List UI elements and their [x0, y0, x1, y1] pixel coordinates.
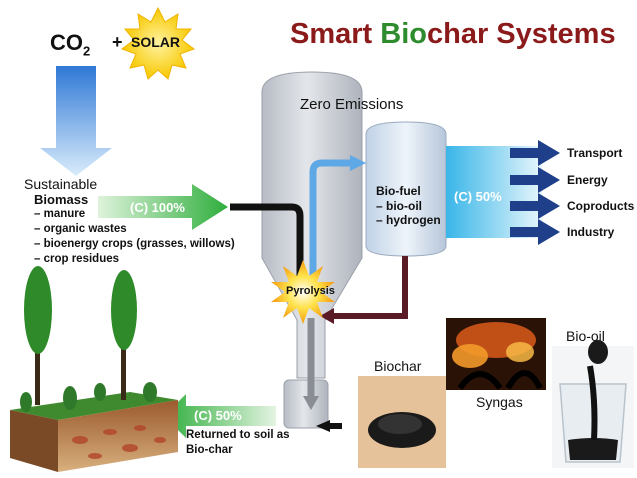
return-to-soil-arrow — [164, 394, 276, 438]
list-item: – organic wastes — [34, 223, 127, 235]
biomass-label: Biomass — [34, 192, 89, 207]
biomass-inflow-arrow — [98, 184, 228, 230]
list-item: – manure — [34, 208, 86, 220]
char-return-pipe — [330, 256, 408, 319]
carbon-50-fuel-label: (C) 50% — [454, 189, 502, 204]
list-item: – bioenergy crops (grasses, willows) — [34, 238, 235, 250]
char-return-arrowhead — [320, 308, 334, 324]
biochar-photo — [358, 376, 446, 468]
plus-sign: + — [112, 32, 123, 52]
output-arrows — [510, 140, 560, 245]
title-part-smart: Smart — [290, 18, 381, 50]
co2-subscript: 2 — [83, 43, 91, 59]
list-item: – crop residues — [34, 253, 120, 265]
biochar-photo-label: Biochar — [374, 358, 422, 374]
carbon-50-soil-label: (C) 50% — [194, 408, 242, 423]
syngas-photo — [446, 318, 546, 390]
title-part-char-systems: char Systems — [426, 18, 616, 50]
biofuel-tank — [365, 121, 447, 257]
sun-icon — [120, 6, 196, 80]
tree-icon — [111, 270, 137, 400]
syngas-photo-label: Syngas — [476, 394, 523, 410]
inlet-small-arrow — [316, 420, 330, 432]
list-item: – hydrogen — [376, 213, 441, 227]
sustainable-label: Sustainable — [24, 176, 98, 192]
char-down-arrowhead — [303, 396, 319, 410]
output-coproducts: Coproducts — [567, 199, 635, 213]
tree-icon — [24, 266, 52, 405]
co2-down-arrow — [40, 66, 112, 176]
co2-text: CO — [50, 30, 83, 55]
pyrolysis-flash-icon — [271, 260, 335, 324]
output-industry: Industry — [567, 225, 615, 239]
co2-label: CO2 — [50, 30, 90, 58]
output-energy: Energy — [567, 173, 608, 187]
title-part-bio: Bio — [380, 18, 427, 50]
biomass-feed-pipe — [230, 203, 304, 282]
biooil-photo-label: Bio-oil — [566, 328, 605, 344]
output-transport: Transport — [567, 146, 623, 160]
biofuel-label: Bio-fuel — [376, 184, 421, 198]
pyrolysis-label: Pyrolysis — [286, 285, 335, 297]
list-item: – bio-oil — [376, 199, 422, 213]
soil-cross-section — [10, 382, 178, 472]
biomass-list: – manure – organic wastes – bioenergy cr… — [34, 207, 235, 267]
zero-emissions-label: Zero Emissions — [300, 96, 404, 113]
returned-to-soil-text: Returned to soil as Bio-char — [186, 429, 290, 456]
gas-pipe — [309, 159, 352, 280]
biooil-photo — [552, 340, 634, 468]
gas-pipe-arrowhead — [350, 155, 366, 171]
biofuel-list: – bio-oil – hydrogen — [376, 199, 441, 227]
biofuel-output-band — [446, 146, 542, 238]
carbon-100-label: (C) 100% — [130, 200, 185, 215]
page-title: Smart Biochar Systems — [290, 18, 616, 51]
solar-label: SOLAR — [131, 34, 180, 50]
